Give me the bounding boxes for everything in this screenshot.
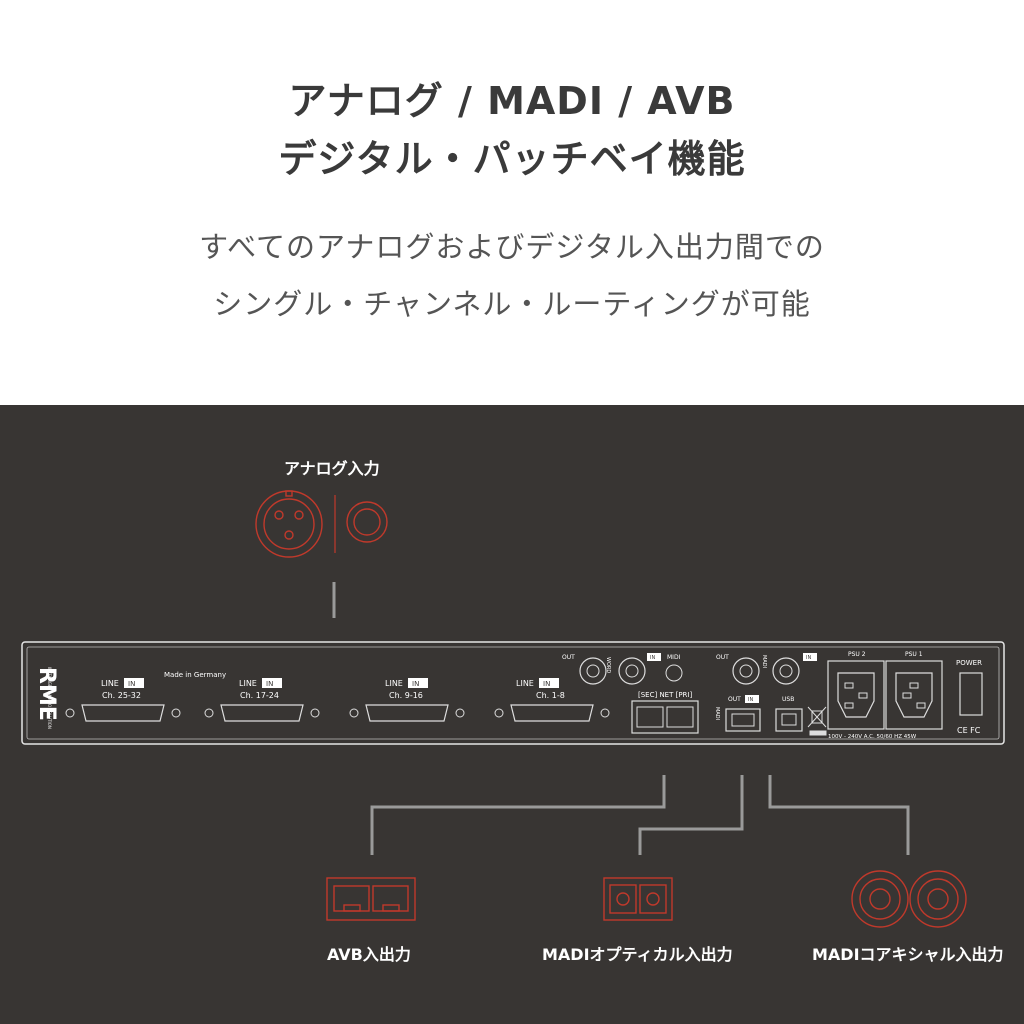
svg-text:IN: IN [543, 680, 550, 688]
brand-text: RME [34, 667, 59, 721]
xlr-connector-icon [255, 490, 323, 558]
svg-text:IN: IN [806, 655, 811, 661]
connector-lines [370, 775, 910, 855]
svg-text:MADI: MADI [714, 707, 720, 720]
power-switch: POWER CE FC [956, 659, 983, 735]
coax-bnc-icons [851, 870, 967, 928]
word-clock-bnc: OUT WORD IN [562, 653, 661, 685]
madi-ports: OUT MADI IN OUT IN MADI [714, 653, 817, 732]
svg-text:LINE: LINE [516, 679, 534, 688]
rme-logo: RME INTELLIGENT AUDIO SOLUTION [34, 667, 59, 729]
db25-connector-ch1-8: LINE IN Ch. 1-8 [494, 678, 610, 722]
optical-ports-icon [603, 877, 673, 921]
analog-input-label: アナログ入力 [284, 459, 380, 478]
rating-label: 100V - 240V A.C. 50/60 HZ 45W [828, 734, 917, 740]
svg-text:WORD: WORD [605, 657, 611, 673]
subtitle-line-2: シングル・チャンネル・ルーティングが可能 [213, 287, 811, 321]
svg-text:IN: IN [650, 655, 655, 661]
avb-label: AVB入出力 [327, 945, 411, 964]
db25-connector-ch9-16: LINE IN Ch. 9-16 [349, 678, 465, 722]
svg-text:Ch. 1-8: Ch. 1-8 [536, 691, 565, 700]
rj45-ports-icon [326, 877, 416, 921]
brand-tagline: INTELLIGENT AUDIO SOLUTION [47, 667, 52, 729]
svg-text:MADI: MADI [761, 655, 767, 668]
svg-text:MIDI: MIDI [667, 654, 681, 661]
made-in-label: Made in Germany [164, 671, 226, 679]
svg-text:PSU 2: PSU 2 [848, 651, 866, 658]
svg-text:USB: USB [782, 696, 794, 703]
svg-text:LINE: LINE [239, 679, 257, 688]
cert-marks: CE FC [957, 726, 981, 735]
svg-text:PSU 1: PSU 1 [905, 651, 923, 658]
svg-text:Ch. 17-24: Ch. 17-24 [240, 691, 279, 700]
db25-connector-ch25-32: LINE IN Ch. 25-32 [65, 678, 181, 722]
svg-text:OUT: OUT [716, 654, 729, 661]
svg-text:LINE: LINE [385, 679, 403, 688]
svg-text:IN: IN [266, 680, 273, 688]
svg-text:Ch. 9-16: Ch. 9-16 [389, 691, 423, 700]
svg-text:IN: IN [128, 680, 135, 688]
usb-port: USB [775, 696, 803, 732]
title-line-1: アナログ / MADI / AVB [288, 79, 736, 123]
device-illustration-area: アナログ入力 AVB入出力 MADIオプティカル入出力 MADIコアキシャル入出… [0, 405, 1024, 1024]
device-svg: RME INTELLIGENT AUDIO SOLUTION Made in G… [21, 490, 1005, 928]
subtitle-line-1: すべてのアナログおよびデジタル入出力間での [199, 230, 825, 264]
svg-text:Ch. 25-32: Ch. 25-32 [102, 691, 141, 700]
rear-panel [21, 641, 1005, 745]
madi-coax-label: MADIコアキシャル入出力 [812, 945, 1004, 964]
midi-port: MIDI [665, 654, 683, 682]
psu2-inlet: PSU 2 [827, 651, 885, 730]
header-area: アナログ / MADI / AVB デジタル・パッチベイ機能 すべてのアナログお… [0, 0, 1024, 405]
db25-connector-ch17-24: LINE IN Ch. 17-24 [204, 678, 320, 722]
avb-network-ports: [SEC] NET [PRI] [631, 691, 699, 734]
svg-text:IN: IN [748, 697, 753, 703]
psu1-inlet: PSU 1 [885, 651, 943, 730]
weee-icon [807, 706, 827, 736]
svg-text:POWER: POWER [956, 659, 982, 667]
svg-text:OUT: OUT [562, 654, 575, 661]
svg-text:[SEC] NET [PRI]: [SEC] NET [PRI] [638, 691, 692, 699]
title-line-2: デジタル・パッチベイ機能 [278, 137, 746, 181]
madi-optical-label: MADIオプティカル入出力 [542, 945, 733, 964]
jack-connector-icon [346, 501, 388, 543]
svg-text:OUT: OUT [728, 696, 741, 703]
svg-text:IN: IN [412, 680, 419, 688]
svg-text:LINE: LINE [101, 679, 119, 688]
